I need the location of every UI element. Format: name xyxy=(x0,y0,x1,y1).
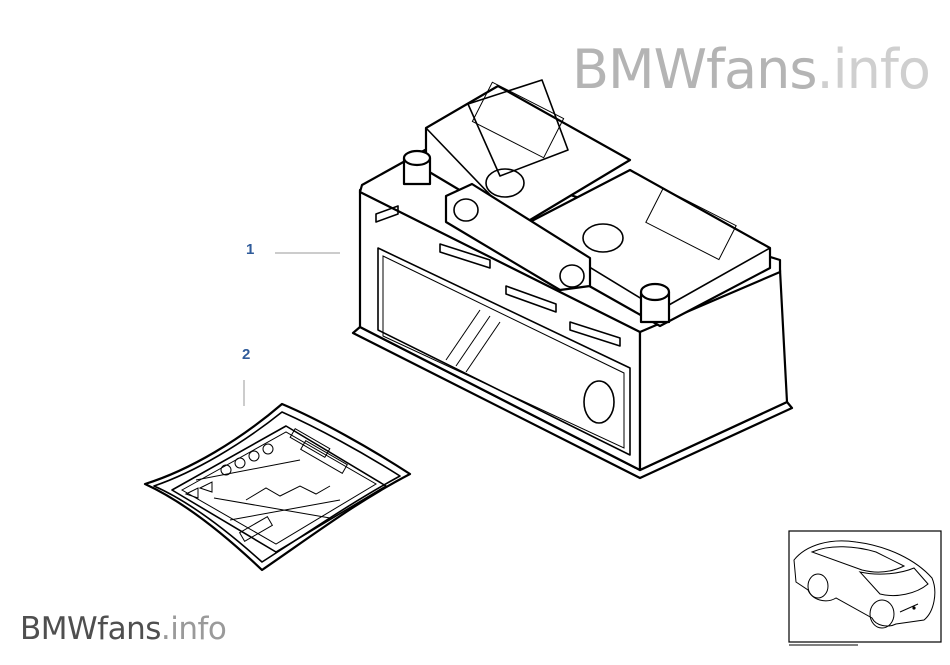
car-thumbnail[interactable] xyxy=(788,530,942,646)
watermark-top: BMWfans.info xyxy=(572,38,931,101)
documentation-pack-illustration[interactable] xyxy=(143,402,412,572)
car-outline-icon xyxy=(793,540,936,629)
callout-2[interactable]: 2 xyxy=(242,346,251,363)
battery-illustration[interactable] xyxy=(351,79,794,480)
watermark-bottom: BMWfans.info xyxy=(20,611,227,647)
callout-1[interactable]: 1 xyxy=(246,241,255,258)
